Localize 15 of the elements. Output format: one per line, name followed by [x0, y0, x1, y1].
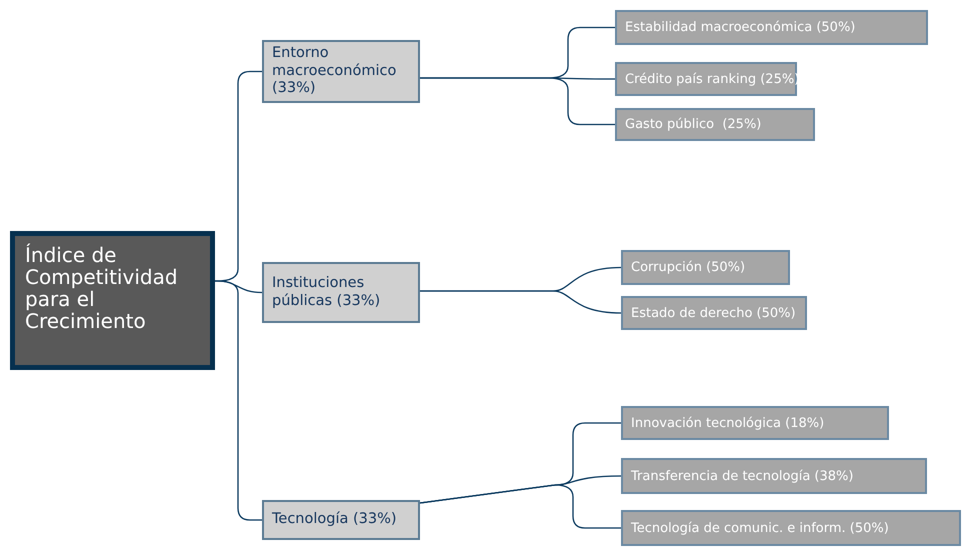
indicator-box: Transferencia de tecnología (38%) [621, 458, 927, 494]
category-box: Tecnología (33%) [262, 500, 420, 540]
category-box: Entorno macroeconómico (33%) [262, 40, 420, 103]
category-box: Instituciones públicas (33%) [262, 262, 420, 323]
indicator-box: Estado de derecho (50%) [621, 296, 807, 330]
indicator-box: Estabilidad macroeconómica (50%) [615, 10, 928, 45]
indicator-box: Gasto público (25%) [615, 108, 815, 141]
brace-connector [215, 280, 262, 521]
indicator-box: Tecnología de comunic. e inform. (50%) [621, 510, 961, 546]
indicator-box: Innovación tecnológica (18%) [621, 406, 889, 440]
indicator-box: Corrupción (50%) [621, 250, 790, 285]
brace-connector [420, 77, 615, 126]
index-box: Índice de Competitividad para el Crecimiento [10, 231, 215, 370]
brace-connector [420, 290, 622, 314]
brace-connector [420, 484, 621, 529]
